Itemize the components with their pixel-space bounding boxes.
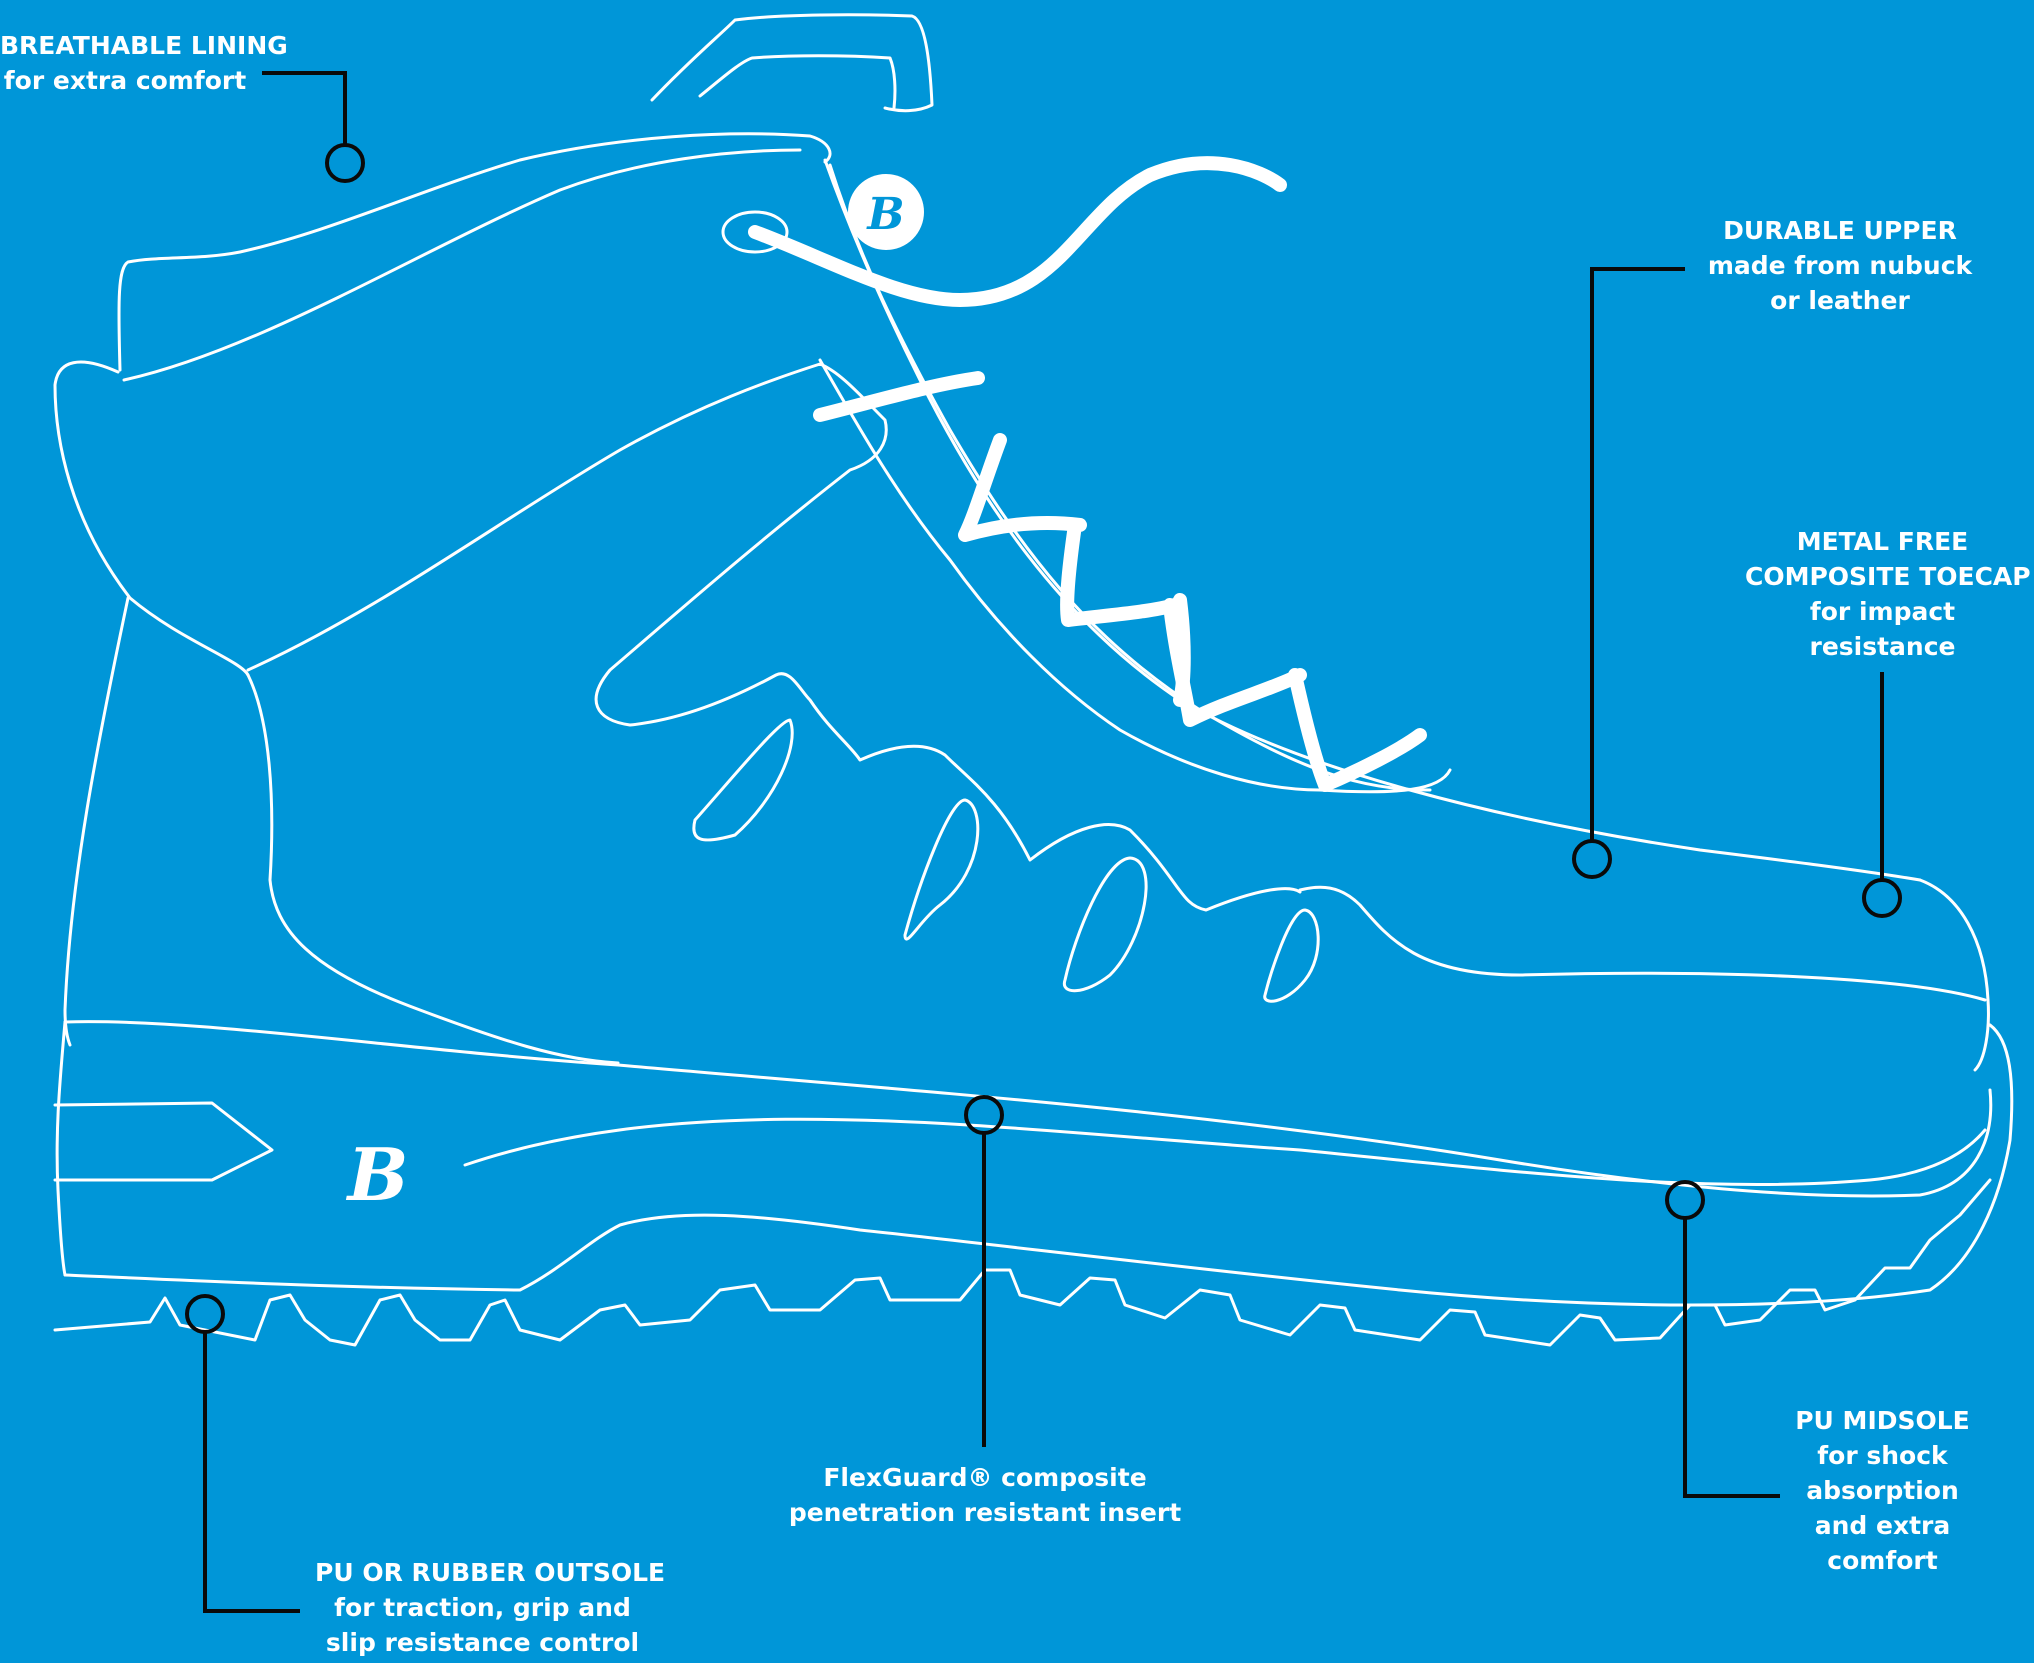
svg-text:B: B bbox=[865, 189, 904, 240]
callout-title: PU MIDSOLE bbox=[1765, 1403, 2000, 1438]
callout-pu-midsole: PU MIDSOLE for shock absorption and extr… bbox=[1765, 1403, 2000, 1578]
lace-cross-1 bbox=[820, 378, 978, 415]
callout-text: for traction, grip and bbox=[315, 1590, 650, 1625]
callout-text: or leather bbox=[1690, 283, 1990, 318]
callout-title: DURABLE UPPER bbox=[1690, 213, 1990, 248]
outsole-bottom bbox=[55, 1180, 1990, 1345]
lace-cross-5 bbox=[1295, 675, 1420, 785]
toe-cap bbox=[1920, 880, 1988, 1070]
callout-text: absorption bbox=[1765, 1473, 2000, 1508]
side-panel bbox=[248, 675, 618, 1063]
brand-logo-upper: B bbox=[848, 174, 924, 250]
callout-title: METAL FREE bbox=[1745, 524, 2020, 559]
pull-tab bbox=[652, 15, 932, 111]
lace-channel bbox=[820, 360, 1450, 792]
leader-lining bbox=[262, 73, 345, 144]
heel-counter bbox=[65, 598, 128, 1045]
callout-text: made from nubuck bbox=[1690, 248, 1990, 283]
callout-title: COMPOSITE TOECAP bbox=[1745, 559, 2020, 594]
vent-2 bbox=[905, 800, 978, 939]
midsole-back bbox=[57, 1022, 65, 1275]
vamp-line bbox=[1300, 887, 1985, 1000]
marker-upper bbox=[1574, 841, 1610, 877]
vent-3 bbox=[1064, 858, 1146, 991]
brand-logo-midsole: B bbox=[346, 1132, 409, 1217]
marker-insert bbox=[966, 1097, 1002, 1133]
marker-outsole bbox=[187, 1296, 223, 1332]
callout-text: resistance bbox=[1745, 629, 2020, 664]
pull-tab-inner bbox=[700, 56, 895, 108]
marker-midsole bbox=[1667, 1182, 1703, 1218]
marker-lining bbox=[327, 145, 363, 181]
lace-cross-2 bbox=[965, 440, 1080, 535]
lace-cross-3 bbox=[1067, 525, 1175, 620]
side-panel-strap bbox=[248, 364, 1300, 910]
midsole-groove bbox=[465, 1119, 1985, 1184]
heel-tab bbox=[55, 362, 248, 675]
callout-text: penetration resistant insert bbox=[770, 1495, 1200, 1530]
callout-composite-toecap: METAL FREE COMPOSITE TOECAP for impact r… bbox=[1745, 524, 2020, 664]
callout-text: comfort bbox=[1765, 1543, 2000, 1578]
marker-toecap bbox=[1864, 880, 1900, 916]
boot-collar-inner bbox=[124, 150, 800, 380]
vent-1 bbox=[694, 720, 792, 840]
lace-cross-6 bbox=[1180, 600, 1184, 700]
leader-outsole bbox=[205, 1333, 300, 1611]
callout-durable-upper: DURABLE UPPER made from nubuck or leathe… bbox=[1690, 213, 1990, 318]
callout-text: for shock bbox=[1765, 1438, 2000, 1473]
tongue-edge-inner bbox=[830, 165, 1430, 790]
callout-text: and extra bbox=[1765, 1508, 2000, 1543]
callout-text: for extra comfort bbox=[0, 63, 250, 98]
callout-breathable-lining: BREATHABLE LINING for extra comfort bbox=[0, 28, 250, 98]
callout-text: slip resistance control bbox=[315, 1625, 650, 1660]
midsole-heel-insert bbox=[55, 1103, 272, 1180]
callout-text: FlexGuard® composite bbox=[770, 1460, 1200, 1495]
leader-upper bbox=[1592, 269, 1685, 840]
callout-text: for impact bbox=[1745, 594, 2020, 629]
callout-flexguard-insert: FlexGuard® composite penetration resista… bbox=[770, 1460, 1200, 1530]
callout-title: BREATHABLE LINING bbox=[0, 28, 250, 63]
callout-title: PU OR RUBBER OUTSOLE bbox=[315, 1555, 650, 1590]
vent-4 bbox=[1265, 910, 1318, 1001]
boot-collar bbox=[119, 134, 830, 370]
callout-outsole: PU OR RUBBER OUTSOLE for traction, grip … bbox=[315, 1555, 650, 1660]
